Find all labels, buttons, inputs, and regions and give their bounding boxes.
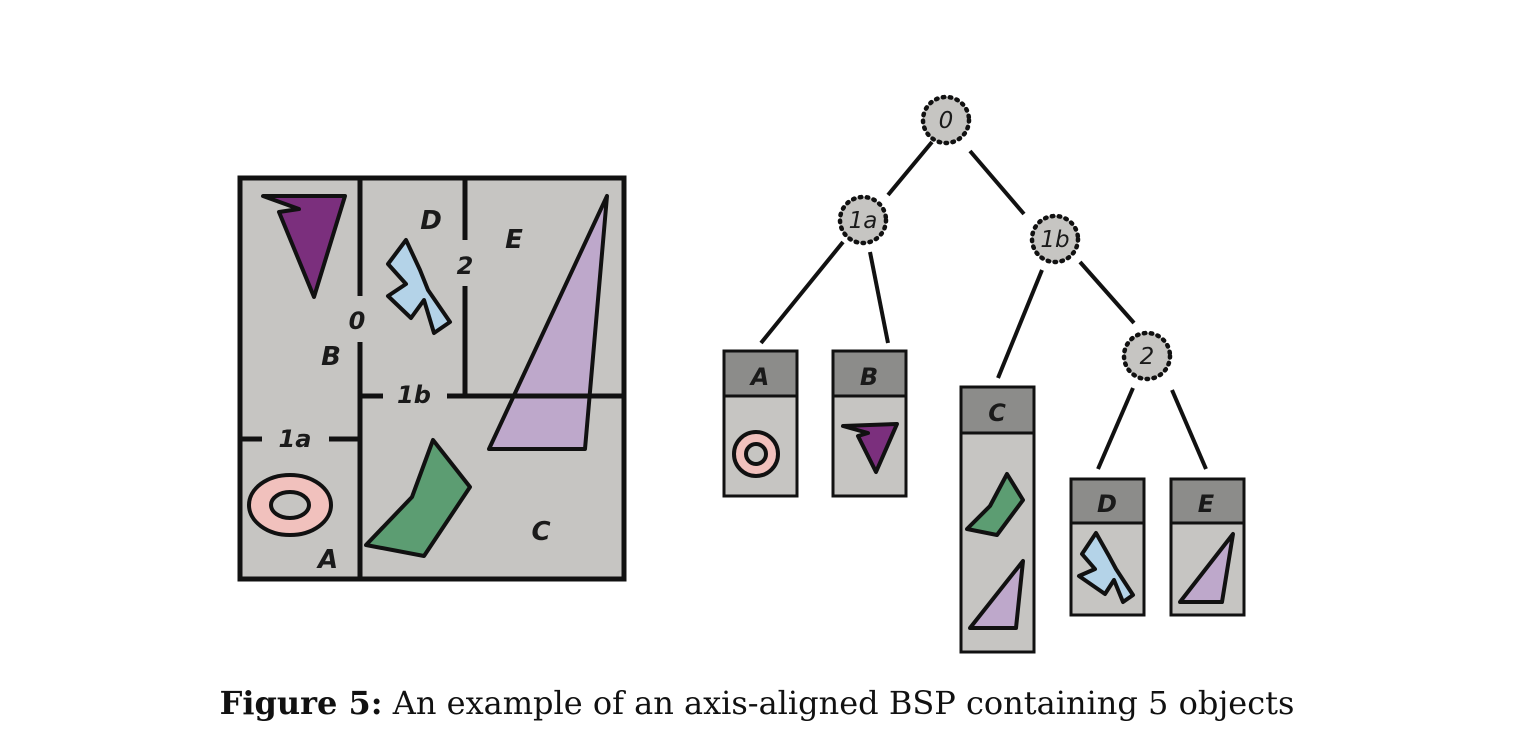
figure-caption: Figure 5: An example of an axis-aligned … [0,684,1514,722]
tree-node-0: 0 [920,94,972,146]
caption-text: An example of an axis-aligned BSP contai… [392,684,1295,722]
region-label-E: E [505,225,523,255]
edge-1b-C [996,269,1044,379]
leaf-header [959,385,1036,435]
leaf-label: E [1198,490,1215,518]
tree-node-1a: 1a [837,194,889,246]
leaf-label: D [1097,490,1117,518]
split-label-1b: 1b [397,381,431,409]
object-shape-B [261,194,347,299]
region-label-B: B [321,342,341,372]
edge-2-D [1096,387,1135,470]
tree-node-label: 0 [939,108,954,134]
object-shape-A [247,473,333,537]
leaf-label: C [988,399,1006,427]
leaf-object-E [968,559,1025,630]
tree-edges [759,140,1208,470]
figure-number: Figure 5: [219,684,383,722]
object-shape-C [364,438,472,558]
tree-leaf-D: D [1069,477,1146,617]
split-label-0: 0 [349,307,366,335]
edge-0-1b [968,149,1026,216]
leaf-object-A [732,430,780,478]
spatial-partition: 0 1a 1b 2 A B C D E [237,175,627,582]
edge-1b-2 [1078,260,1136,325]
leaf-header [722,349,799,398]
leaf-label: B [860,363,878,391]
region-label-A: A [316,545,338,575]
tree-node-label: 1b [1040,227,1069,253]
split-label-1a: 1a [279,425,312,453]
edge-1a-A [759,240,845,345]
tree-node-1b: 1b [1029,213,1081,265]
leaf-header [831,349,908,398]
edge-2-E [1170,389,1208,470]
leaf-object-E [1178,532,1235,604]
object-shape-E [487,194,609,451]
split-label-2: 2 [457,252,474,280]
leaf-object-D [1077,531,1135,604]
leaf-object-C [965,472,1025,537]
edge-0-1a [886,140,934,197]
object-shape-D [386,238,452,335]
tree-leaf-C: C [959,385,1036,654]
bsp-tree: 0 1a 1b 2 A B [722,94,1246,654]
region-label-D: D [420,206,442,236]
leaf-header [1169,477,1246,525]
tree-leaf-B: B [831,349,908,498]
leaf-object-B [841,422,899,474]
tree-node-label: 2 [1140,344,1155,370]
tree-node-2: 2 [1121,330,1173,382]
edge-1a-B [868,251,890,344]
leaf-header [1069,477,1146,525]
partition-border [237,175,627,582]
tree-leaf-E: E [1169,477,1246,617]
leaf-label: A [749,363,770,391]
region-label-C: C [531,517,550,547]
tree-node-label: 1a [849,208,878,234]
tree-leaf-A: A [722,349,799,498]
